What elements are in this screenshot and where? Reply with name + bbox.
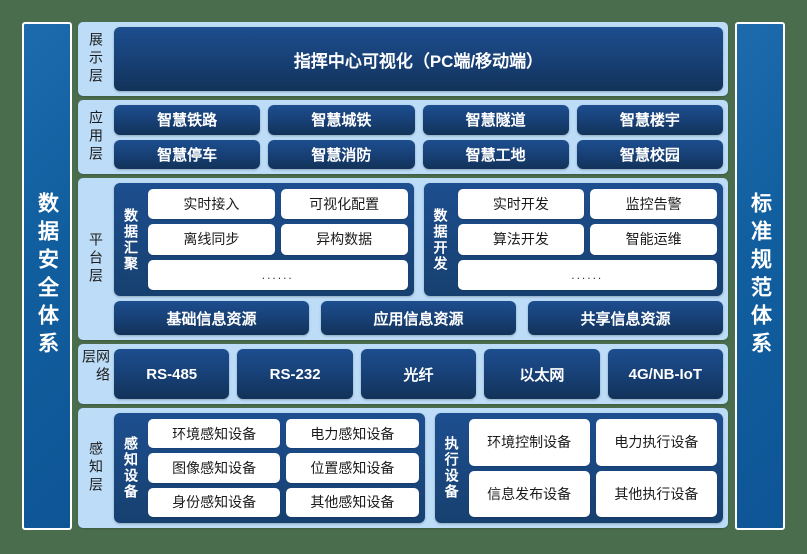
app-item-smart-urban-rail[interactable]: 智慧城铁 <box>268 105 415 135</box>
sensing-item-identity[interactable]: 身份感知设备 <box>148 487 281 517</box>
sensing-item-power[interactable]: 电力感知设备 <box>286 419 419 449</box>
app-item-smart-firefighting[interactable]: 智慧消防 <box>268 139 415 169</box>
presentation-command-center-box[interactable]: 指挥中心可视化（PC端/移动端） <box>114 27 723 91</box>
layer-presentation-body: 指挥中心可视化（PC端/移动端） <box>109 27 723 91</box>
resource-item-basic-info[interactable]: 基础信息资源 <box>114 301 309 335</box>
aggregation-item-offline-sync[interactable]: 离线同步 <box>148 224 275 255</box>
network-item-4g-nbiot[interactable]: 4G/NB-IoT <box>607 349 724 399</box>
resource-item-application-info[interactable]: 应用信息资源 <box>321 301 516 335</box>
layer-application-label: 应用层 <box>88 110 104 164</box>
app-item-smart-parking[interactable]: 智慧停车 <box>114 139 261 169</box>
group-actuation-devices-items: 环境控制设备 电力执行设备 信息发布设备 其他执行设备 <box>463 419 717 517</box>
layer-network-body: RS-485 RS-232 光纤 以太网 4G/NB-IoT <box>109 349 724 399</box>
layer-application: 应用层 智慧铁路 智慧城铁 智慧隧道 智慧楼宇 智慧停车 智慧消防 智慧工地 智… <box>78 100 728 174</box>
pillar-left-label: 数据安全体系 <box>35 192 59 360</box>
sensing-item-environment[interactable]: 环境感知设备 <box>148 419 281 449</box>
layer-network-label: 网络层 <box>81 349 111 385</box>
network-item-ethernet[interactable]: 以太网 <box>484 349 600 399</box>
layer-platform-label: 平台层 <box>88 232 104 286</box>
aggregation-item-heterogeneous-data[interactable]: 异构数据 <box>280 224 408 255</box>
group-data-development: 数据开发 实时开发 监控告警 算法开发 智能运维 ...... <box>423 183 723 296</box>
actuation-row-2: 信息发布设备 其他执行设备 <box>468 470 717 517</box>
app-item-smart-construction-site[interactable]: 智慧工地 <box>422 139 569 169</box>
aggregation-row-1: 实时接入 可视化配置 <box>148 189 408 220</box>
development-item-monitor-alarm[interactable]: 监控告警 <box>590 189 717 220</box>
group-data-aggregation-title: 数据汇聚 <box>123 207 139 272</box>
layer-platform: 平台层 数据汇聚 实时接入 可视化配置 离线同步 异 <box>78 178 728 340</box>
app-item-smart-tunnel[interactable]: 智慧隧道 <box>422 105 569 135</box>
pillar-right-label: 标准规范体系 <box>748 192 772 360</box>
layer-application-body: 智慧铁路 智慧城铁 智慧隧道 智慧楼宇 智慧停车 智慧消防 智慧工地 智慧校园 <box>109 105 723 169</box>
application-row-2: 智慧停车 智慧消防 智慧工地 智慧校园 <box>114 139 723 169</box>
group-data-development-title: 数据开发 <box>432 207 449 272</box>
layer-perception-label: 感知层 <box>88 441 104 495</box>
platform-groups: 数据汇聚 实时接入 可视化配置 离线同步 异构数据 ...... <box>114 183 723 296</box>
actuation-row-1: 环境控制设备 电力执行设备 <box>468 419 717 466</box>
development-item-intelligent-ops[interactable]: 智能运维 <box>590 224 717 255</box>
development-item-algorithm-dev[interactable]: 算法开发 <box>457 224 585 255</box>
actuation-item-info-publishing[interactable]: 信息发布设备 <box>468 470 590 517</box>
network-item-rs232[interactable]: RS-232 <box>237 349 353 399</box>
pillar-data-security: 数据安全体系 <box>22 22 72 530</box>
sensing-row-1: 环境感知设备 电力感知设备 <box>148 419 419 449</box>
app-item-smart-building[interactable]: 智慧楼宇 <box>576 105 723 135</box>
actuation-item-environment-control[interactable]: 环境控制设备 <box>468 419 590 466</box>
resource-item-shared-info[interactable]: 共享信息资源 <box>528 301 723 335</box>
development-row-1: 实时开发 监控告警 <box>457 189 717 220</box>
aggregation-row-2: 离线同步 异构数据 <box>148 224 408 255</box>
sensing-row-3: 身份感知设备 其他感知设备 <box>148 487 419 517</box>
sensing-item-other[interactable]: 其他感知设备 <box>286 487 419 517</box>
actuation-item-other[interactable]: 其他执行设备 <box>595 470 717 517</box>
network-item-rs485[interactable]: RS-485 <box>114 349 230 399</box>
app-item-smart-railway[interactable]: 智慧铁路 <box>114 105 261 135</box>
layer-stack: 展示层 指挥中心可视化（PC端/移动端） 应用层 智慧铁路 智慧城铁 智慧隧道 … <box>78 22 728 530</box>
group-data-development-items: 实时开发 监控告警 算法开发 智能运维 ...... <box>452 189 717 290</box>
aggregation-row-3: ...... <box>148 259 408 290</box>
layer-perception: 感知层 感知设备 环境感知设备 电力感知设备 图像感知设备 <box>78 408 728 528</box>
group-data-aggregation-items: 实时接入 可视化配置 离线同步 异构数据 ...... <box>142 189 408 290</box>
layer-network: 网络层 RS-485 RS-232 光纤 以太网 4G/NB-IoT <box>78 344 728 404</box>
sensing-row-2: 图像感知设备 位置感知设备 <box>148 453 419 483</box>
group-sensing-devices-title: 感知设备 <box>123 436 139 500</box>
layer-platform-body: 数据汇聚 实时接入 可视化配置 离线同步 异构数据 ...... <box>109 183 723 335</box>
layer-presentation: 展示层 指挥中心可视化（PC端/移动端） <box>78 22 728 96</box>
development-row-2: 算法开发 智能运维 <box>457 224 717 255</box>
group-sensing-devices: 感知设备 环境感知设备 电力感知设备 图像感知设备 位置感知设备 <box>114 413 425 523</box>
development-row-3: ...... <box>457 259 717 290</box>
pillar-standards: 标准规范体系 <box>735 22 785 530</box>
group-actuation-devices-title: 执行设备 <box>443 436 460 500</box>
actuation-item-power-execution[interactable]: 电力执行设备 <box>595 419 717 466</box>
development-item-realtime-dev[interactable]: 实时开发 <box>457 189 585 220</box>
platform-resources-row: 基础信息资源 应用信息资源 共享信息资源 <box>114 301 723 335</box>
development-item-ellipsis[interactable]: ...... <box>457 259 717 290</box>
layer-perception-body: 感知设备 环境感知设备 电力感知设备 图像感知设备 位置感知设备 <box>109 413 723 523</box>
group-actuation-devices: 执行设备 环境控制设备 电力执行设备 信息发布设备 其他执行设备 <box>434 413 723 523</box>
sensing-item-image[interactable]: 图像感知设备 <box>148 453 281 483</box>
layer-presentation-label: 展示层 <box>88 32 104 86</box>
sensing-item-location[interactable]: 位置感知设备 <box>286 453 419 483</box>
group-sensing-devices-items: 环境感知设备 电力感知设备 图像感知设备 位置感知设备 身份感知设备 其他感知设… <box>142 419 419 517</box>
network-item-fiber[interactable]: 光纤 <box>360 349 477 399</box>
app-item-smart-campus[interactable]: 智慧校园 <box>576 139 723 169</box>
perception-groups: 感知设备 环境感知设备 电力感知设备 图像感知设备 位置感知设备 <box>114 413 723 523</box>
group-data-aggregation: 数据汇聚 实时接入 可视化配置 离线同步 异构数据 ...... <box>114 183 414 296</box>
application-row-1: 智慧铁路 智慧城铁 智慧隧道 智慧楼宇 <box>114 105 723 135</box>
network-items-row: RS-485 RS-232 光纤 以太网 4G/NB-IoT <box>114 349 724 399</box>
aggregation-item-realtime-access[interactable]: 实时接入 <box>148 189 275 220</box>
aggregation-item-ellipsis[interactable]: ...... <box>148 259 408 290</box>
aggregation-item-visual-config[interactable]: 可视化配置 <box>280 189 408 220</box>
